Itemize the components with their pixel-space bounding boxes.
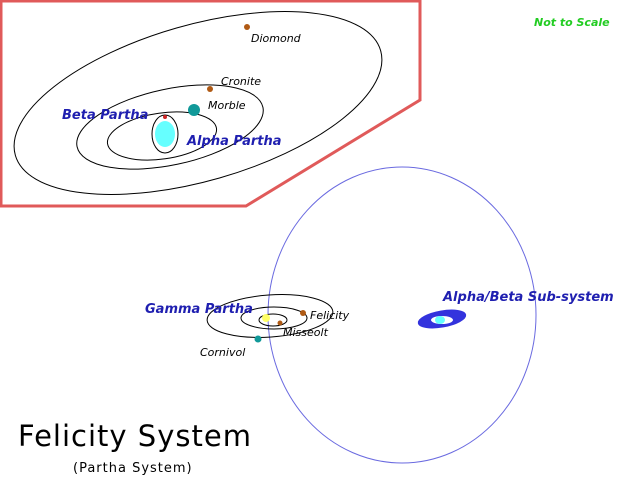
orbit-misseolt <box>258 313 288 327</box>
planet-felicity <box>300 310 306 316</box>
orbit-felicity <box>240 306 308 330</box>
label-morble: Morble <box>208 99 246 112</box>
orbit-alpha-beta-subsystem <box>267 166 537 464</box>
planet-cronite <box>207 86 213 92</box>
planet-misseolt <box>277 320 283 326</box>
orbit-cornivol <box>206 294 334 338</box>
label-gamma-partha: Gamma Partha <box>145 302 253 317</box>
label-alpha-partha: Alpha Partha <box>186 134 282 149</box>
orbit-morble <box>106 111 218 161</box>
label-felicity: Felicity <box>310 309 350 322</box>
planet-cornivol <box>254 335 262 343</box>
diagram-title: Felicity System <box>18 419 252 453</box>
orbit-diomond <box>13 11 383 195</box>
star-beta-partha <box>163 115 167 119</box>
label-cornivol: Cornivol <box>200 346 245 359</box>
label-diomond: Diomond <box>251 32 302 45</box>
label-beta-partha: Beta Partha <box>62 108 148 123</box>
label-alpha-beta-subsystem: Alpha/Beta Sub-system <box>442 290 614 305</box>
star-alpha-partha <box>155 121 175 147</box>
not-to-scale-note: Not to Scale <box>534 16 610 29</box>
subsystem-star <box>435 316 445 324</box>
orbit-cronite <box>76 84 264 170</box>
inset-frame <box>0 0 422 208</box>
star-gamma-partha <box>262 314 270 322</box>
label-cronite: Cronite <box>221 75 261 88</box>
label-misseolt: Misseolt <box>283 326 329 339</box>
planet-morble <box>188 104 200 116</box>
planet-diomond <box>244 24 250 30</box>
diagram-subtitle: (Partha System) <box>73 461 193 476</box>
